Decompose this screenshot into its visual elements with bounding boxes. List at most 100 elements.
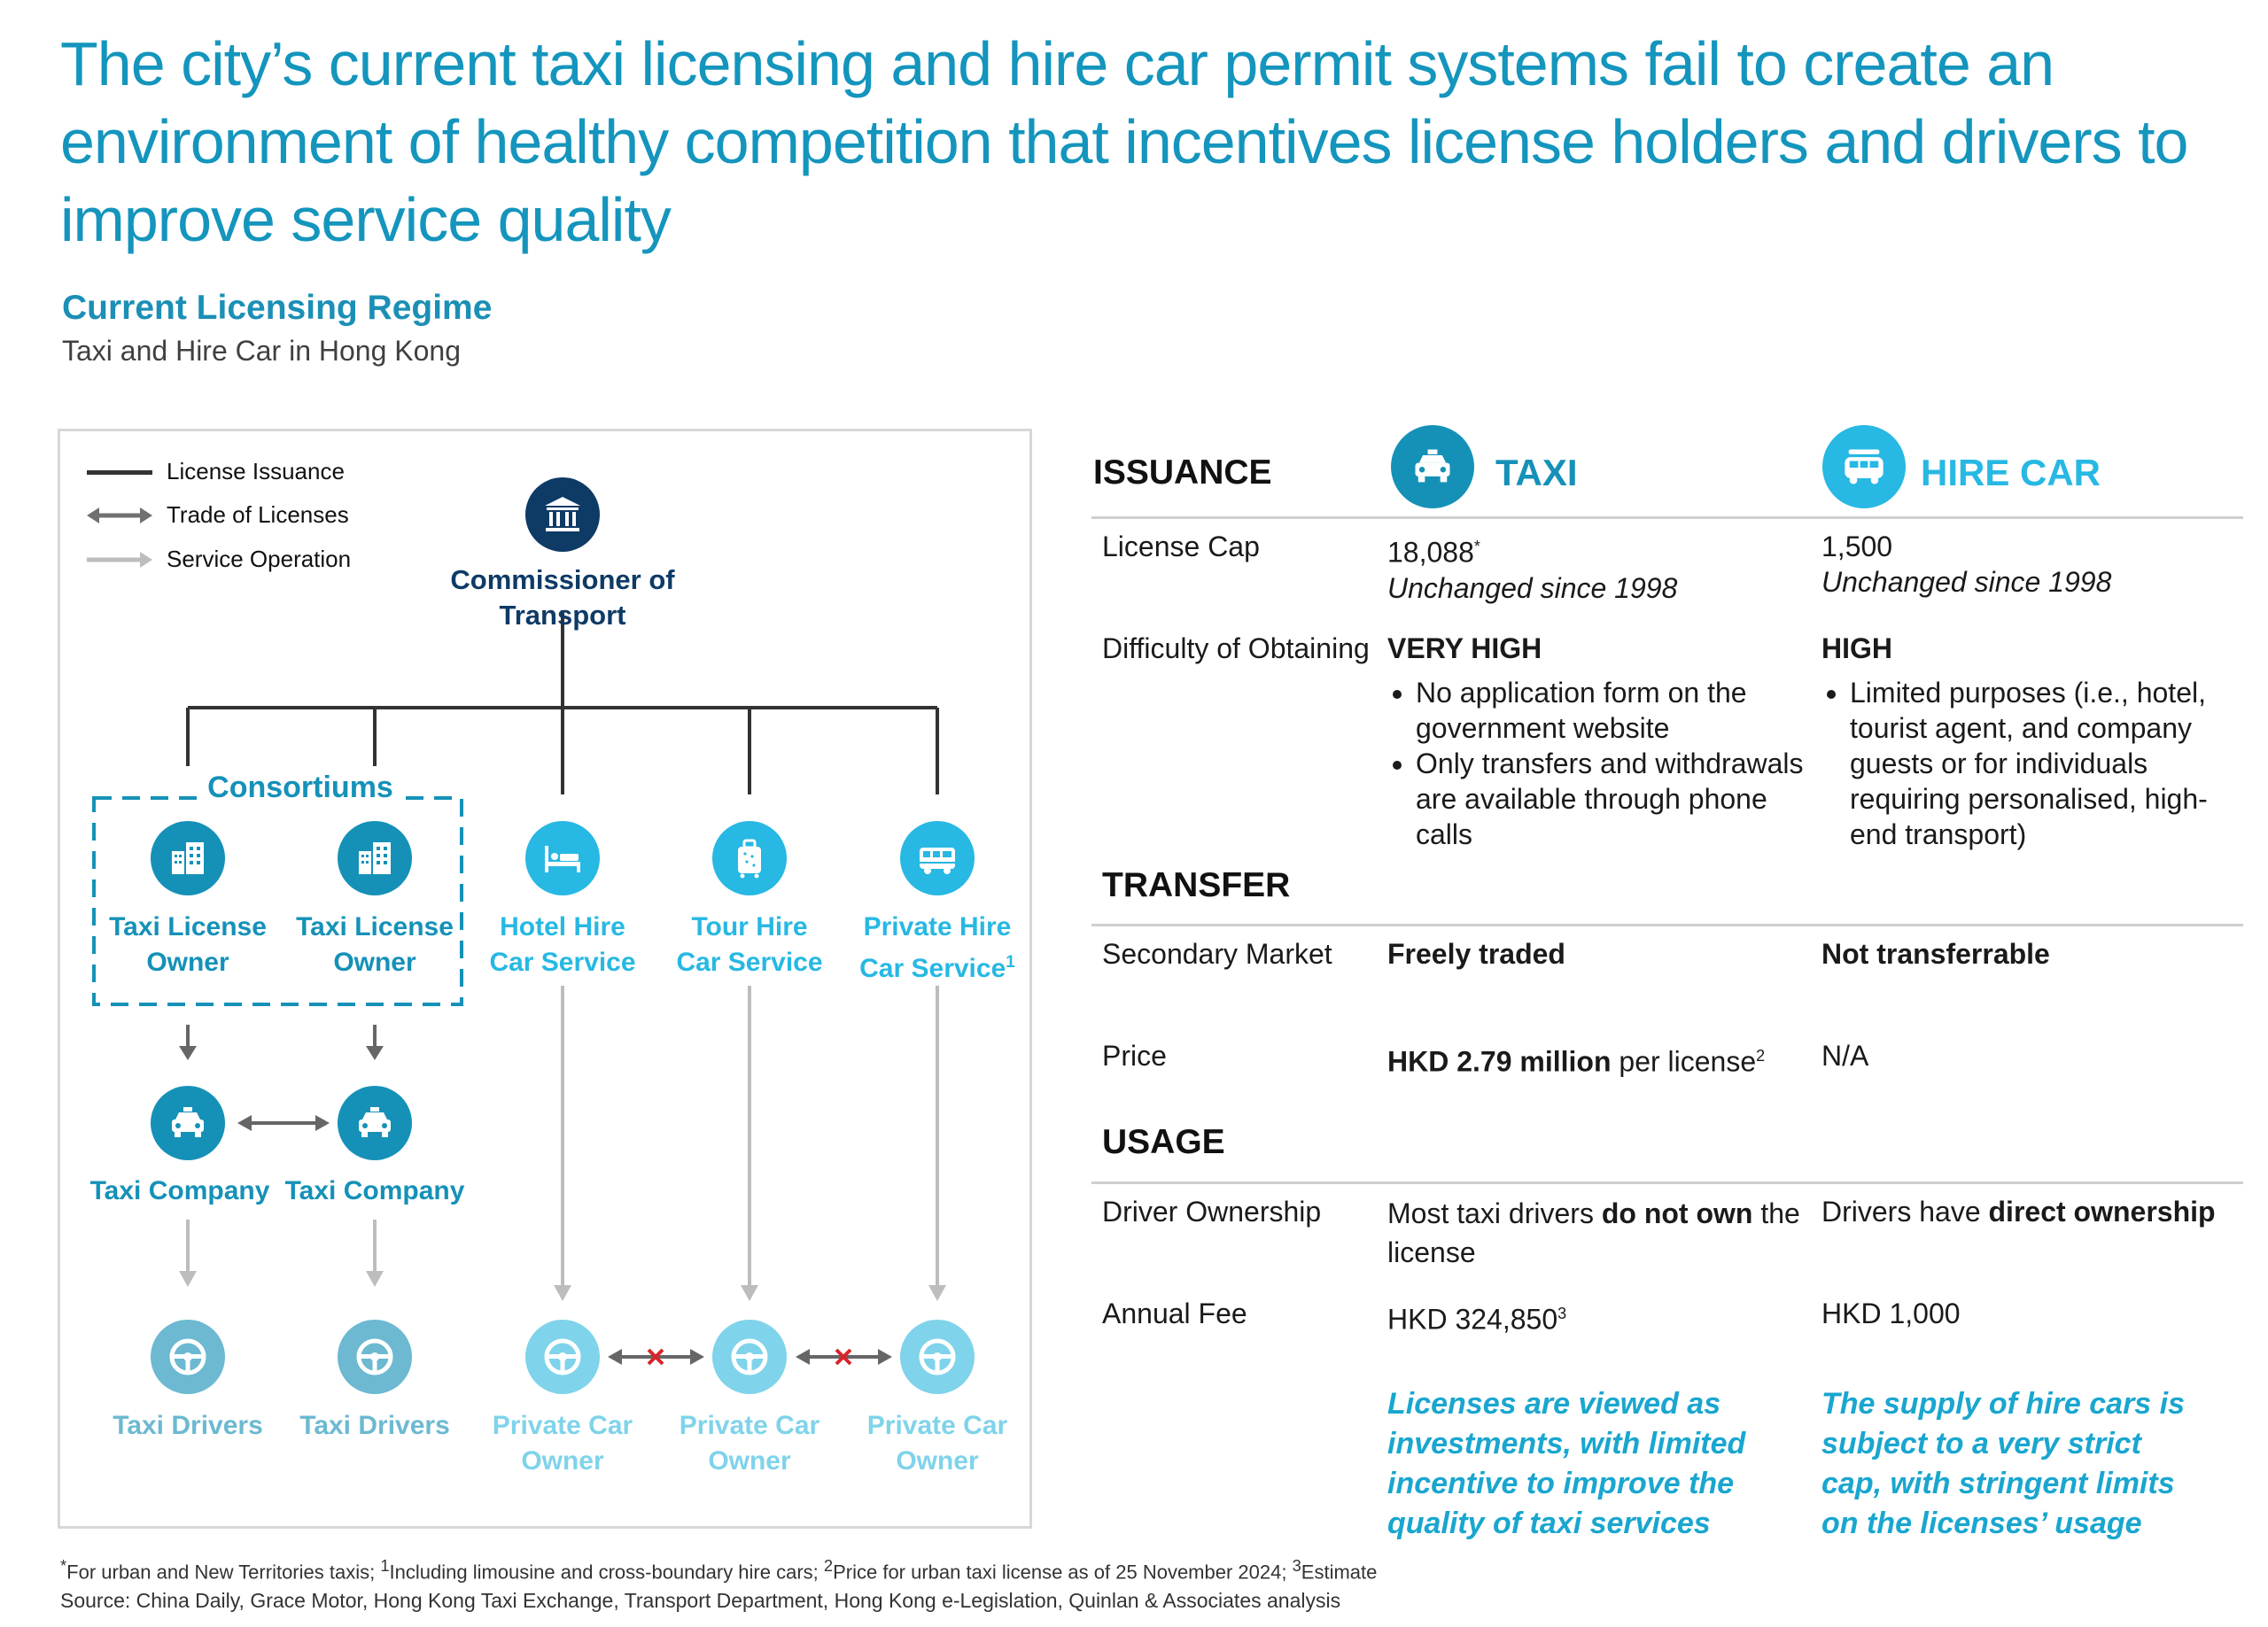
section-title: Current Licensing Regime [62,289,493,327]
hire-own-bold: direct ownership [1988,1196,2216,1228]
tour-line1: Tour Hire [691,912,808,941]
hire-car-column-header: HIRE CAR [1921,452,2101,493]
steering-wheel-icon [151,1320,225,1394]
licensing-diagram: License Issuance Trade of Licenses Servi… [58,429,1032,1529]
section-subtitle: Taxi and Hire Car in Hong Kong [62,335,462,367]
divider [1091,516,2243,519]
consortiums-label: Consortiums [198,770,402,805]
taxi-own-pre: Most taxi drivers [1387,1197,1602,1229]
pco3-line2: Owner [896,1446,979,1476]
hotel-line2: Car Service [489,948,636,977]
fn-2: 2 [823,1556,834,1575]
taxi-difficulty-level: VERY HIGH [1387,632,1542,664]
legend-service-label: Service Operation [167,546,352,572]
taxi-cap-value: 18,088 [1387,536,1474,569]
taxi-company-1: Taxi Company [89,1176,270,1205]
taxi-drivers-1: Taxi Drivers [113,1411,263,1440]
hire-conclusion: The supply of hire cars is subject to a … [1821,1387,2186,1540]
hire-difficulty: HIGH Limited purposes (i.e., hotel, tour… [1821,631,2247,852]
legend-service-arrow [87,552,152,568]
pco1-line1: Private Car [492,1411,633,1440]
usage-heading: USAGE [1102,1123,1225,1161]
taxi-column-header: TAXI [1495,452,1578,493]
pco1-line2: Owner [521,1446,604,1476]
fn-1-text: Including limousine and cross-boundary h… [389,1561,824,1584]
fn-1: 1 [380,1556,390,1575]
hotel-bed-icon [525,821,600,895]
hire-secondary-market: Not transferrable [1821,938,2050,970]
owner1-line2: Owner [146,948,229,977]
hire-annual-fee: HKD 1,000 [1821,1298,1961,1329]
hotel-line1: Hotel Hire [500,912,625,941]
private-line1: Private Hire [863,912,1012,941]
luggage-icon [712,821,787,895]
tour-line2: Car Service [676,948,823,977]
legend-issuance-label: License Issuance [167,458,345,484]
fn-3-text: Estimate [1301,1561,1378,1584]
hire-car-van-icon [1822,425,1906,508]
license-cap-label: License Cap [1102,531,1260,562]
steering-wheel-icon [900,1320,975,1394]
taxi-company-2: Taxi Company [284,1176,465,1205]
legend-trade-arrow [87,507,152,523]
fn-3: 3 [1292,1556,1301,1575]
taxi-fee-value: HKD 324,850 [1387,1303,1558,1336]
steering-wheel-icon [525,1320,600,1394]
van-icon [900,821,975,895]
annual-fee-label: Annual Fee [1102,1298,1247,1329]
owner1-line1: Taxi License [109,912,267,941]
secondary-market-label: Secondary Market [1102,938,1332,970]
taxi-price-unit: per license [1611,1045,1757,1078]
taxi-price-amount: HKD 2.79 million [1387,1045,1612,1078]
source-note: Source: China Daily, Grace Motor, Hong K… [60,1589,1341,1612]
divider [1091,924,2243,926]
commissioner-label: Commissioner of Transport [450,564,675,631]
government-building-icon [525,477,600,552]
taxi-license-cap: 18,088*Unchanged since 1998 [1387,529,1677,606]
private-line2: Car Service [859,954,1006,983]
fn-star: * [60,1556,67,1575]
owner2-line1: Taxi License [296,912,454,941]
issuance-heading: ISSUANCE [1093,453,1272,492]
hire-price: N/A [1821,1040,1869,1072]
private-footnote-mark: 1 [1006,953,1015,972]
owner2-line2: Owner [333,948,416,977]
taxi-conclusion: Licenses are viewed as investments, with… [1387,1387,1746,1540]
building-icon [151,821,225,895]
legend-trade-label: Trade of Licenses [167,501,349,528]
fn-2-text: Price for urban taxi license as of 25 No… [833,1561,1293,1584]
footnotes: *For urban and New Territories taxis; 1I… [60,1556,1377,1584]
taxi-icon [338,1086,412,1160]
hire-own-pre: Drivers have [1821,1196,1989,1228]
difficulty-label: Difficulty of Obtaining [1102,632,1370,664]
taxi-drivers-2: Taxi Drivers [299,1411,450,1440]
taxi-fee-footnote: 3 [1557,1305,1567,1322]
hire-cap-note: Unchanged since 1998 [1821,566,2112,598]
taxi-own-bold: do not own [1601,1197,1753,1229]
taxi-icon [151,1086,225,1160]
pco2-line1: Private Car [679,1411,820,1440]
taxi-driver-ownership: Most taxi drivers do not own the license [1387,1194,1804,1272]
hire-cap-value: 1,500 [1821,531,1893,562]
transfer-heading: TRANSFER [1102,866,1291,904]
taxi-cap-footnote: * [1473,538,1480,555]
price-label: Price [1102,1040,1167,1072]
divider [1091,1182,2243,1184]
taxi-price: HKD 2.79 million per license2 [1387,1038,1765,1080]
steering-wheel-icon [338,1320,412,1394]
legend-issuance-line [87,470,152,475]
taxi-difficulty-point: Only transfers and withdrawals are avail… [1416,746,1804,852]
driver-ownership-label: Driver Ownership [1102,1196,1322,1228]
pco3-line1: Private Car [866,1411,1008,1440]
taxi-annual-fee: HKD 324,8503 [1387,1296,1566,1337]
hire-difficulty-level: HIGH [1821,632,1892,664]
taxi-difficulty-point: No application form on the government we… [1416,675,1804,746]
